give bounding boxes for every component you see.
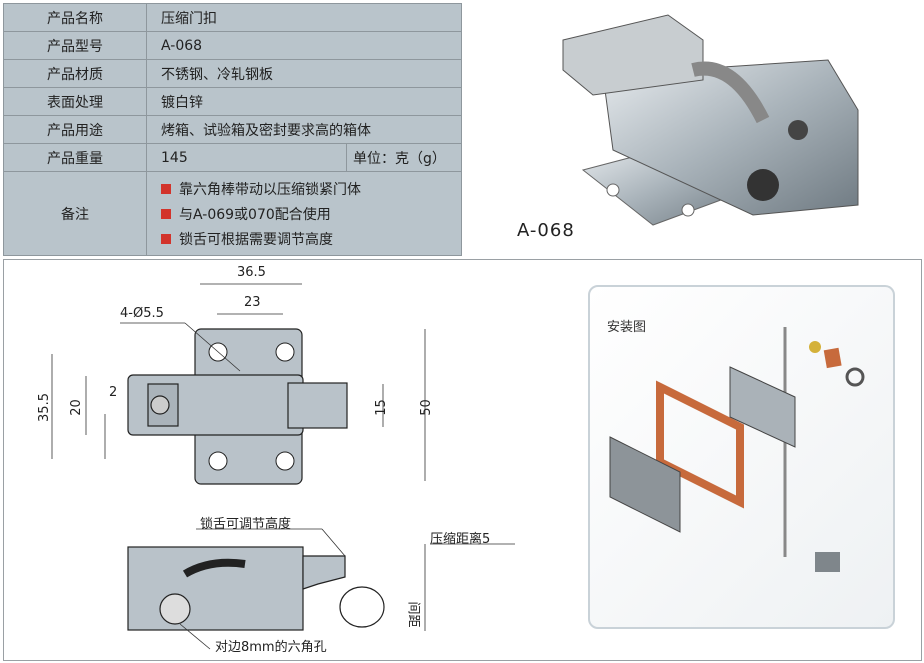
dim-hole-v-spacing: 35.5 [36,393,52,422]
table-row: 备注 靠六角棒带动以压缩锁紧门体 与A-069或070配合使用 锁舌可根据需要调… [3,171,462,256]
row-value: 145 [146,143,347,172]
dim-tongue-width: 15 [373,399,389,416]
bullet-square-icon [161,233,171,244]
drawing-panel [3,259,922,661]
row-label: 产品型号 [3,31,147,60]
exploded-view [609,327,865,572]
row-label: 表面处理 [3,87,147,116]
dim-body-height: 20 [68,399,84,416]
notes-cell: 靠六角棒带动以压缩锁紧门体 与A-069或070配合使用 锁舌可根据需要调节高度 [146,171,462,256]
note-gap: 间距 [405,601,421,628]
install-label: 安装图 [607,320,647,335]
row-value: 烤箱、试验箱及密封要求高的箱体 [146,115,462,144]
technical-drawing [51,283,515,650]
table-row: 产品用途烤箱、试验箱及密封要求高的箱体 [3,115,462,144]
product-photo [562,14,859,226]
dim-width-total: 36.5 [237,265,266,280]
weight-unit: 单位：克（g） [346,143,462,172]
row-label: 产品重量 [3,143,147,172]
table-row: 产品名称压缩门扣 [3,3,462,32]
dim-offset: 2 [109,385,118,400]
dim-hole-spacing: 23 [244,295,261,310]
row-value: 压缩门扣 [146,3,462,32]
row-label: 产品名称 [3,3,147,32]
bullet-square-icon [161,208,171,219]
row-label: 产品用途 [3,115,147,144]
row-label: 产品材质 [3,59,147,88]
note-item: 与A-069或070配合使用 [161,201,461,226]
row-value: A-068 [146,31,462,60]
bullet-square-icon [161,183,171,194]
dim-holes: 4-Ø5.5 [120,306,164,321]
note-compression: 压缩距离5 [430,532,491,547]
note-tongue-adjust: 锁舌可调节高度 [200,517,292,532]
installation-diagram [588,285,895,629]
row-value: 镀白锌 [146,87,462,116]
row-value: 不锈钢、冷轧钢板 [146,59,462,88]
model-label: A-068 [517,220,575,241]
note-item: 锁舌可根据需要调节高度 [161,226,461,251]
table-row: 产品材质不锈钢、冷轧钢板 [3,59,462,88]
notes-label: 备注 [3,171,147,256]
table-row: 表面处理镀白锌 [3,87,462,116]
dim-height-total: 50 [418,399,434,416]
note-item: 靠六角棒带动以压缩锁紧门体 [161,176,461,201]
note-hex-hole: 对边8mm的六角孔 [215,640,327,655]
